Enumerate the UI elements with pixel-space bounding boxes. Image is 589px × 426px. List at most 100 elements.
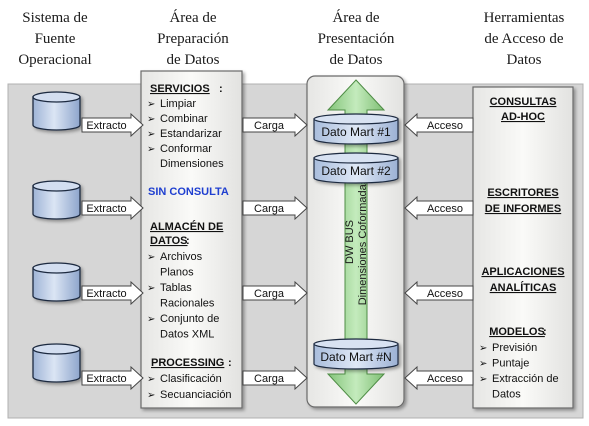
bullet-arrow-icon: ➢ [147, 252, 155, 263]
dw-bus-arrow [326, 79, 386, 405]
header-tools-line-2: de Acceso de [484, 31, 563, 47]
storage-colon: : [186, 235, 190, 247]
access-arrow-label: Acceso [427, 203, 463, 215]
bullet-arrow-icon: ➢ [147, 144, 155, 155]
source-database-icon [32, 180, 81, 220]
service-item: Estandarizar [160, 128, 222, 140]
load-arrow-label: Carga [254, 373, 285, 385]
extract-arrow-label: Extracto [86, 203, 126, 215]
header-staging-line-1: Área de [169, 9, 216, 26]
header-source-line-3: Operacional [18, 52, 91, 68]
load-arrow: Carga [242, 280, 308, 306]
extract-arrow-label: Extracto [86, 120, 126, 132]
model-item: Datos [492, 389, 521, 401]
access-arrow: Acceso [404, 195, 474, 221]
load-arrow-label: Carga [254, 120, 285, 132]
bullet-arrow-icon: ➢ [147, 114, 155, 125]
bullet-arrow-icon: ➢ [147, 390, 155, 401]
bullet-arrow-icon: ➢ [147, 374, 155, 385]
bullet-arrow-icon: ➢ [147, 99, 155, 110]
load-arrow: Carga [242, 112, 308, 138]
models-title: MODELOS [489, 326, 545, 338]
storage-item: Planos [160, 267, 194, 279]
load-arrow: Carga [242, 365, 308, 391]
header-source-line-2: Fuente [35, 31, 76, 47]
source-database-icon [32, 91, 81, 131]
dw-bus-line-2: Dimensiones Coformadas [357, 178, 369, 305]
header-tools-line-1: Herramientas [484, 10, 565, 26]
load-arrow-label: Carga [254, 203, 285, 215]
storage-item: Archivos [160, 251, 203, 263]
source-cylinders [32, 91, 81, 383]
storage-item: Racionales [160, 298, 215, 310]
storage-item: Conjunto de [160, 313, 219, 325]
services-title: SERVICIOS [150, 83, 210, 95]
data-mart-cylinder: Dato Mart #N [313, 338, 399, 370]
source-database-icon [32, 262, 81, 302]
extract-arrow-label: Extracto [86, 373, 126, 385]
staging-panel [140, 70, 243, 409]
access-arrow: Acceso [404, 365, 474, 391]
header-source-line-1: Sistema de [22, 10, 88, 26]
access-arrow-label: Acceso [427, 120, 463, 132]
data-mart-label: Dato Mart #2 [321, 164, 391, 178]
data-mart-cylinder: Dato Mart #2 [313, 152, 399, 184]
bullet-arrow-icon: ➢ [479, 343, 487, 354]
analytics-line-2: ANALÍTICAS [490, 281, 557, 294]
storage-item: Tablas [160, 282, 192, 294]
analytics-line-1: APLICACIONES [481, 266, 564, 278]
column-headers: Sistema de Fuente Operacional Área de Pr… [18, 9, 564, 68]
header-tools-line-3: Datos [507, 52, 542, 68]
header-presentation-line-2: Presentación [318, 31, 395, 47]
load-arrow-label: Carga [254, 288, 285, 300]
service-item: Limpiar [160, 98, 196, 110]
storage-item: Datos XML [160, 329, 214, 341]
reports-line-1: ESCRITORES [487, 187, 558, 199]
service-item: Combinar [160, 113, 208, 125]
data-marts: Dato Mart #1 Dato Mart #2 Dato Mart #N [313, 113, 399, 370]
services-colon: : [219, 83, 223, 95]
extract-arrow-label: Extracto [86, 288, 126, 300]
flow-arrows: ExtractoExtractoExtractoExtractoCargaCar… [81, 112, 474, 391]
header-staging-line-2: Preparación [157, 31, 229, 47]
no-query-label: SIN CONSULTA [148, 186, 229, 198]
adhoc-line-2: AD-HOC [501, 111, 545, 123]
processing-item: Secuanciación [160, 389, 232, 401]
access-arrow-label: Acceso [427, 373, 463, 385]
model-item: Puntaje [492, 358, 529, 370]
data-mart-cylinder: Dato Mart #1 [313, 113, 399, 145]
tools-contents: CONSULTAS AD-HOC ESCRITORES DE INFORMES … [481, 96, 564, 338]
header-staging-line-3: de Datos [167, 52, 220, 68]
data-mart-label: Dato Mart #N [320, 350, 391, 364]
service-item: Conformar [160, 143, 212, 155]
access-arrow-label: Acceso [427, 288, 463, 300]
processing-item: Clasificación [160, 373, 222, 385]
extract-arrow: Extracto [81, 280, 144, 306]
bullet-arrow-icon: ➢ [147, 283, 155, 294]
bullet-arrow-icon: ➢ [147, 314, 155, 325]
processing-title: PROCESSING [151, 357, 224, 369]
bullet-arrow-icon: ➢ [479, 359, 487, 370]
processing-colon: : [228, 357, 232, 369]
storage-title-line-1: ALMACÉN DE [150, 220, 223, 233]
extract-arrow: Extracto [81, 112, 144, 138]
tools-panel [472, 86, 574, 409]
header-presentation-line-3: de Datos [330, 52, 383, 68]
extract-arrow: Extracto [81, 365, 144, 391]
adhoc-line-1: CONSULTAS [490, 96, 557, 108]
bullet-arrow-icon: ➢ [479, 374, 487, 385]
storage-title-line-2: DATOS [150, 235, 188, 247]
service-item: Dimensiones [160, 158, 224, 170]
models-items: ➢ Previsión ➢ Puntaje ➢ Extracción de Datos [479, 342, 559, 401]
header-presentation-line-1: Área de [332, 9, 379, 26]
model-item: Extracción de [492, 373, 559, 385]
model-item: Previsión [492, 342, 537, 354]
dw-bus-line-1: DW BUS [344, 220, 356, 264]
extract-arrow: Extracto [81, 195, 144, 221]
dw-bus-label: DW BUS Dimensiones Coformadas [344, 178, 369, 305]
staging-contents: SERVICIOS : ➢ Limpiar ➢ Combinar ➢ Estandariz… [147, 83, 232, 401]
data-mart-label: Dato Mart #1 [321, 125, 391, 139]
bullet-arrow-icon: ➢ [147, 129, 155, 140]
